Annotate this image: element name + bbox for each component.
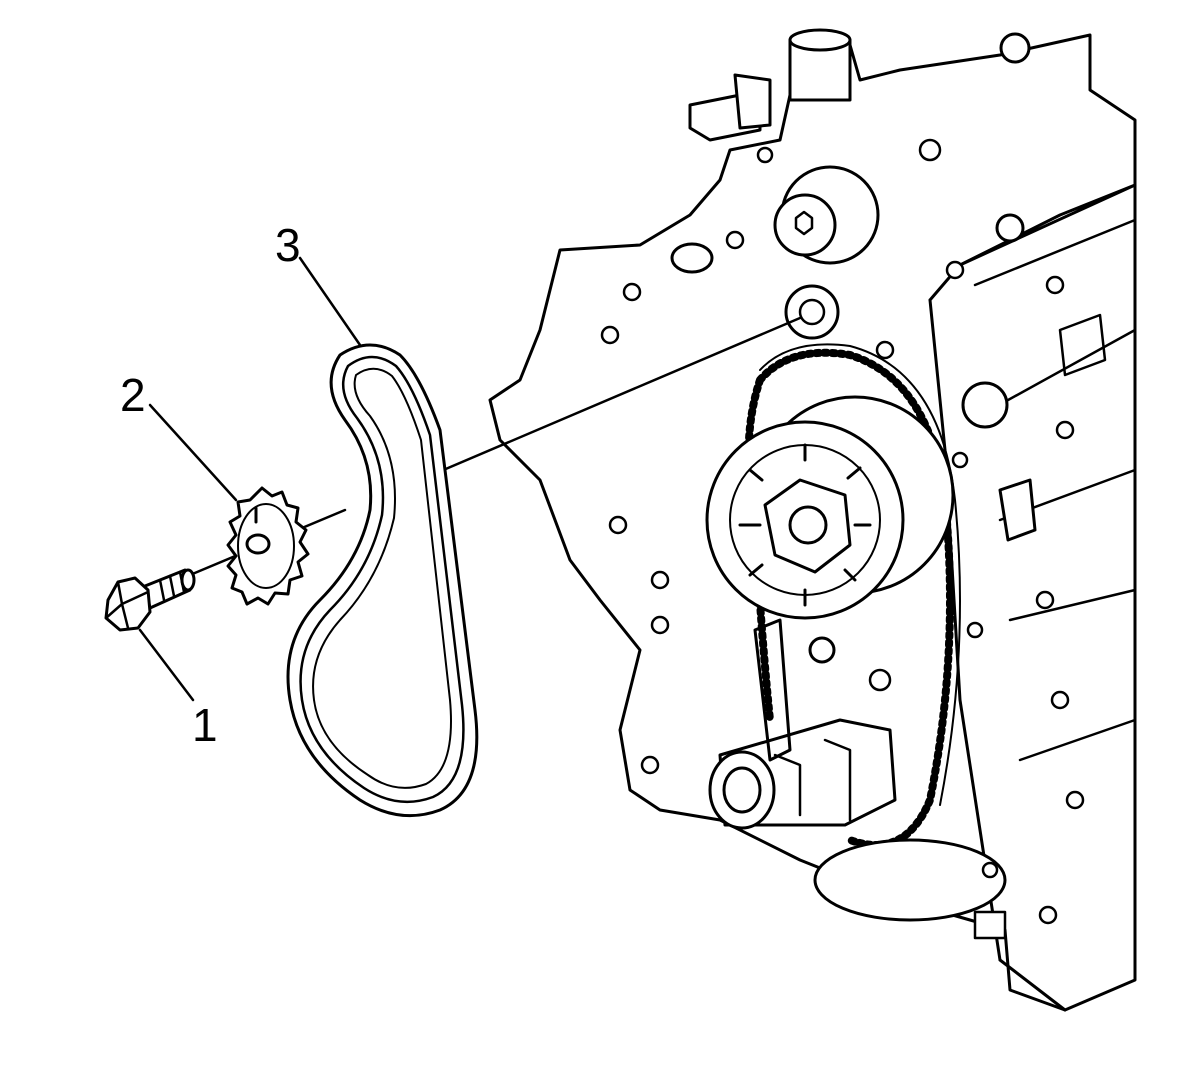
leader-line-3 <box>298 256 362 347</box>
engine-front-cover <box>488 28 1137 1012</box>
bolt <box>104 568 196 632</box>
leader-line-1 <box>138 628 195 702</box>
leader-line-2 <box>148 403 238 502</box>
callout-2: 2 <box>120 369 146 421</box>
sprocket <box>226 486 310 606</box>
callout-1: 1 <box>192 699 218 751</box>
belt <box>286 343 479 818</box>
callout-3: 3 <box>275 219 301 271</box>
